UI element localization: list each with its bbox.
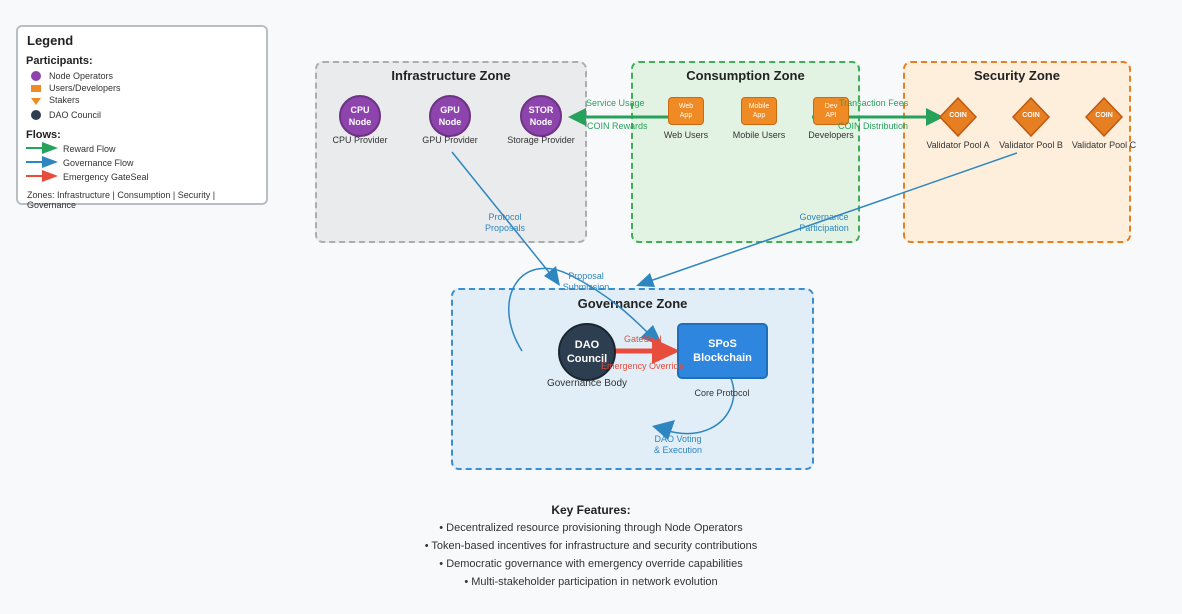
governance-participation-arrowhead (636, 273, 655, 287)
validator-pool-c-coin-label: COIN (1095, 112, 1113, 119)
dao-council-node: DAO Council (558, 323, 616, 381)
governance-flow-arrow-icon (42, 156, 58, 168)
cpu-provider-label: CPU Provider (332, 135, 388, 145)
storage-node: STOR Node (520, 95, 562, 137)
gpu-provider-label: GPU Provider (422, 135, 478, 145)
validator-pool-b-diamond (1011, 97, 1051, 137)
node-operator-icon (31, 71, 41, 81)
legend-stakers: Stakers (49, 95, 80, 105)
governance-participation-label: Governance Participation (799, 212, 849, 233)
key-features-title: Key Features: (551, 503, 631, 517)
legend-emergency-gateseal: Emergency GateSeal (63, 172, 149, 182)
spos-blockchain-node: SPoS Blockchain (677, 323, 768, 379)
governance-body-label: Governance Body (546, 378, 628, 389)
developers-label: Developers (808, 130, 854, 140)
proposal-submission-label: Proposal Submission (562, 271, 610, 292)
legend-dao-council: DAO Council (49, 110, 102, 120)
legend-flows-heading: Flows: (26, 129, 61, 141)
service-usage-label: Service Usage (586, 98, 645, 108)
gateseal-label: GateSeal (624, 334, 662, 344)
dao-council-icon (31, 110, 41, 120)
legend-participant-icons (31, 71, 41, 120)
protocol-proposals-arrow (451, 151, 553, 277)
legend-zones-line: Zones: Infrastructure | Consumption | Se… (27, 190, 216, 210)
feature-item: • Multi-stakeholder participation in net… (464, 576, 718, 588)
legend-participants-heading: Participants: (26, 55, 93, 67)
coin-rewards-arrowhead (568, 108, 586, 126)
legend-users-developers: Users/Developers (49, 83, 121, 93)
mobile-app-box: Mobile App (741, 97, 777, 125)
governance-participation-arrow (649, 152, 1018, 282)
legend-panel: Legend Participants: Node Operators User… (16, 25, 268, 210)
dev-api-box: Dev API (813, 97, 849, 125)
web-app-box: Web App (668, 97, 704, 125)
infrastructure-zone-title: Infrastructure Zone (391, 68, 511, 83)
user-developer-icon (31, 85, 41, 92)
web-users-label: Web Users (663, 130, 709, 140)
coin-rewards-label: COIN Rewards (587, 121, 648, 131)
protocol-proposals-arrowhead (544, 266, 560, 286)
validator-pool-c-label: Validator Pool C (1071, 140, 1137, 150)
dao-voting-label: DAO Voting & Execution (653, 434, 703, 455)
legend-reward-flow: Reward Flow (63, 144, 116, 154)
proposal-submission-arrow (508, 267, 651, 352)
validator-pool-a-label: Validator Pool A (926, 140, 990, 150)
feature-item: • Decentralized resource provisioning th… (439, 522, 743, 534)
legend-title: Legend (27, 33, 74, 48)
cpu-node: CPU Node (339, 95, 381, 137)
validator-pool-a-coin-label: COIN (949, 112, 967, 119)
transaction-fees-label: Transaction Fees (839, 98, 909, 108)
staker-icon (31, 98, 41, 105)
validator-pool-b-label: Validator Pool B (999, 140, 1063, 150)
feature-item: • Democratic governance with emergency o… (439, 558, 743, 570)
consumption-zone-title: Consumption Zone (686, 68, 805, 83)
validator-pool-c-diamond (1084, 97, 1124, 137)
legend-flow-icons (26, 142, 58, 182)
emergency-gateseal-arrow-icon (42, 170, 58, 182)
storage-provider-label: Storage Provider (507, 135, 575, 145)
consumption-zone: Consumption Zone (631, 61, 860, 243)
mobile-users-label: Mobile Users (732, 130, 786, 140)
emergency-override-label: Emergency Override (601, 361, 684, 371)
protocol-proposals-label: Protocol Proposals (484, 212, 526, 233)
governance-zone-title: Governance Zone (577, 296, 688, 311)
feature-item: • Token-based incentives for infrastruct… (424, 540, 758, 552)
validator-pool-a-diamond (938, 97, 978, 137)
dao-voting-arrowhead (652, 420, 675, 440)
legend-governance-flow: Governance Flow (63, 158, 134, 168)
infrastructure-zone: Infrastructure Zone (315, 61, 587, 243)
emergency-gateseal-arrowhead (652, 338, 680, 364)
core-protocol-label: Core Protocol (694, 388, 750, 398)
security-zone: Security Zone (903, 61, 1131, 243)
security-zone-title: Security Zone (974, 68, 1060, 83)
coin-distribution-label: COIN Distribution (838, 121, 909, 131)
coin-distribution-arrowhead (926, 108, 944, 126)
reward-flow-arrow-icon (42, 142, 58, 154)
validator-pool-b-coin-label: COIN (1022, 112, 1040, 119)
gpu-node: GPU Node (429, 95, 471, 137)
legend-node-operators: Node Operators (49, 71, 114, 81)
